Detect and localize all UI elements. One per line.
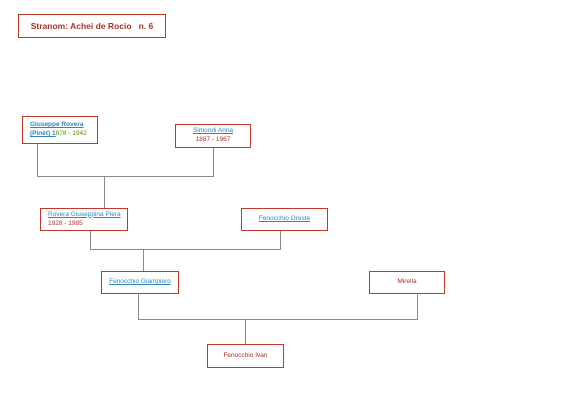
person-name-link[interactable]: Simondi Anna bbox=[192, 127, 234, 135]
person-rovera-giuseppina-piera: Rovera Giuseppina Piera 1928 - 1985 bbox=[40, 208, 128, 231]
connector-line bbox=[245, 319, 246, 344]
page-title: Stranom: Achei de Rocio n. 6 bbox=[18, 14, 166, 38]
connector-line bbox=[280, 231, 281, 249]
connector-line bbox=[104, 176, 105, 208]
person-fenocchio-ivan: Fenocchio Ivan bbox=[207, 344, 284, 368]
person-name-link[interactable]: Fenocchio Oreste bbox=[258, 215, 311, 223]
connector-line bbox=[37, 144, 38, 176]
connector-line bbox=[37, 176, 214, 177]
connector-line bbox=[138, 294, 139, 319]
connector-line bbox=[213, 148, 214, 176]
connector-line bbox=[138, 319, 418, 320]
person-name-link[interactable]: Giuseppe Rovera bbox=[30, 121, 84, 129]
connector-line bbox=[143, 249, 144, 271]
connector-line bbox=[90, 249, 281, 250]
person-giuseppe-rovera: Giuseppe Rovera (Pinèt) 1878 - 1942 bbox=[22, 116, 98, 144]
person-dates: 878 - 1942 bbox=[55, 130, 87, 137]
person-name-link[interactable]: Fenocchio Giampiero bbox=[109, 278, 171, 286]
person-dates: 1887 - 1967 bbox=[195, 136, 231, 143]
person-simondi-anna: Simondi Anna 1887 - 1967 bbox=[175, 124, 251, 148]
page-title-text: Stranom: Achei de Rocio n. 6 bbox=[30, 21, 154, 31]
person-mirella: Mirella bbox=[369, 271, 445, 294]
person-dates: 1928 - 1985 bbox=[48, 219, 83, 227]
person-fenocchio-giampiero: Fenocchio Giampiero bbox=[101, 271, 179, 294]
person-name-link-cont[interactable]: (Pinèt) 1 bbox=[30, 130, 56, 137]
person-name: Fenocchio Ivan bbox=[223, 351, 268, 359]
person-name-link[interactable]: Rovera Giuseppina Piera bbox=[48, 210, 121, 218]
person-fenocchio-oreste: Fenocchio Oreste bbox=[241, 208, 328, 231]
person-name: Mirella bbox=[397, 278, 417, 286]
connector-line bbox=[417, 294, 418, 319]
connector-line bbox=[90, 231, 91, 249]
